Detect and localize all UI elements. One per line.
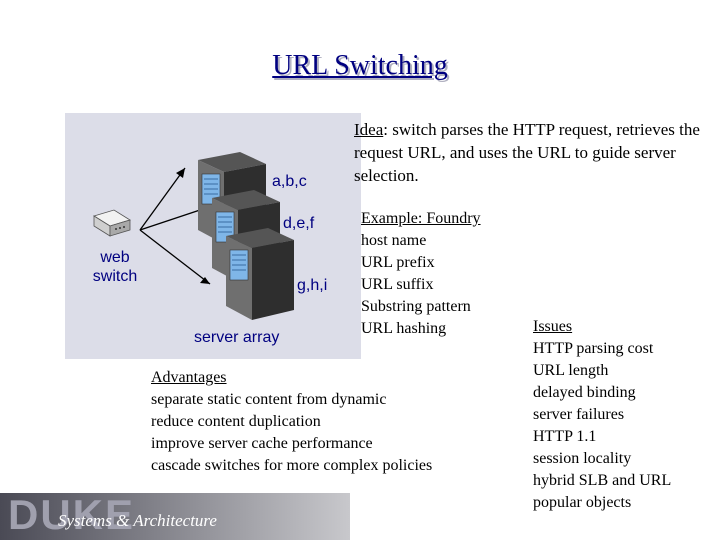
- web-switch-label-line2: switch: [92, 268, 138, 285]
- list-item: cascade switches for more complex polici…: [151, 457, 433, 474]
- network-switch-icon: [93, 209, 131, 237]
- list-item: delayed binding: [533, 384, 636, 401]
- list-item: URL hashing: [361, 320, 447, 337]
- idea-text: : switch parses the HTTP request, retrie…: [354, 120, 700, 185]
- server-array-label: server array: [194, 329, 280, 346]
- list-item: reduce content duplication: [151, 413, 321, 430]
- server-label-def: d,e,f: [283, 215, 315, 232]
- issues-heading: Issues: [533, 318, 573, 335]
- list-item: Substring pattern: [361, 298, 471, 315]
- advantages-list: Advantages separate static content from …: [151, 367, 432, 477]
- list-item: HTTP parsing cost: [533, 340, 654, 357]
- example-list: Example: Foundry host name URL prefix UR…: [361, 208, 481, 340]
- advantages-heading: Advantages: [151, 369, 227, 386]
- web-switch-label-line1: web: [100, 249, 130, 266]
- example-heading: Example: Foundry: [361, 210, 481, 227]
- server-label-ghi: g,h,i: [297, 277, 328, 294]
- list-item: host name: [361, 232, 427, 249]
- issues-list: Issues HTTP parsing cost URL length dela…: [533, 316, 671, 514]
- list-item: URL length: [533, 362, 609, 379]
- list-item: separate static content from dynamic: [151, 391, 387, 408]
- list-item: URL suffix: [361, 276, 434, 293]
- list-item: improve server cache performance: [151, 435, 373, 452]
- list-item: server failures: [533, 406, 625, 423]
- list-item: popular objects: [533, 494, 632, 511]
- idea-heading: Idea: [354, 120, 384, 139]
- server-label-abc: a,b,c: [272, 173, 307, 190]
- server-tower-icon: [226, 228, 294, 320]
- duke-logo: DUKE: [8, 491, 136, 538]
- idea-paragraph: Idea: switch parses the HTTP request, re…: [354, 118, 716, 187]
- footer-banner: DUKE Systems & Architecture: [0, 491, 350, 540]
- list-item: URL prefix: [361, 254, 435, 271]
- footer-subtitle: Systems & Architecture: [58, 511, 217, 530]
- list-item: session locality: [533, 450, 632, 467]
- web-switch-label: web switch: [82, 248, 148, 286]
- list-item: hybrid SLB and URL: [533, 472, 672, 489]
- list-item: HTTP 1.1: [533, 428, 597, 445]
- slide-title: URL Switching: [272, 50, 448, 81]
